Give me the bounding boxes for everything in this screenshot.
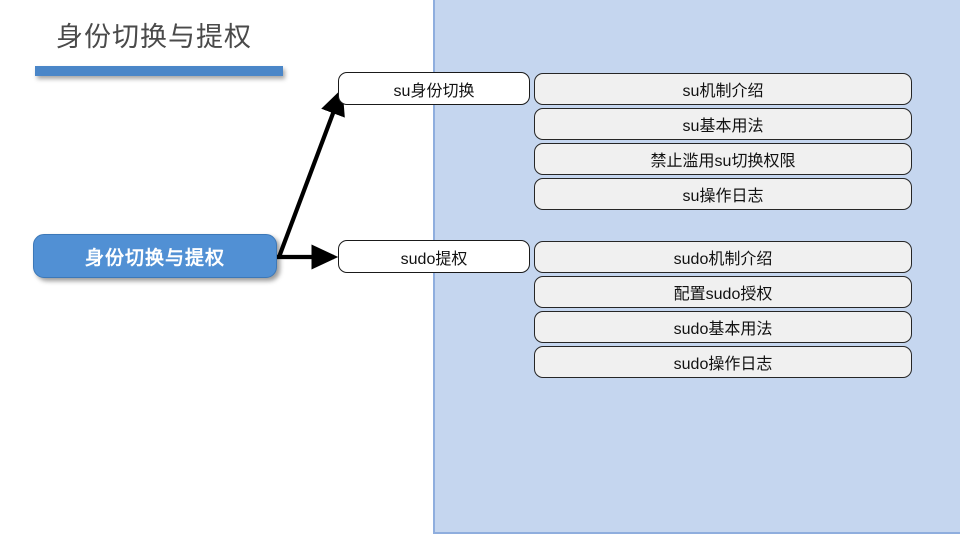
- branch-node-sudo[interactable]: sudo提权: [338, 240, 530, 273]
- root-node-label: 身份切换与提权: [84, 247, 225, 269]
- leaf-node-su-1[interactable]: su机制介绍: [534, 73, 912, 105]
- leaf-node-sudo-2[interactable]: 配置sudo授权: [534, 276, 912, 308]
- leaf-node-label: su机制介绍: [682, 83, 764, 100]
- leaf-node-label: 配置sudo授权: [673, 286, 773, 303]
- leaf-node-label: sudo机制介绍: [673, 251, 773, 268]
- leaf-node-su-4[interactable]: su操作日志: [534, 178, 912, 210]
- page-title: 身份切换与提权: [56, 22, 252, 52]
- leaf-node-label: 禁止滥用su切换权限: [650, 153, 796, 170]
- leaf-node-sudo-3[interactable]: sudo基本用法: [534, 311, 912, 343]
- leaf-node-label: su基本用法: [682, 118, 764, 135]
- leaf-node-sudo-4[interactable]: sudo操作日志: [534, 346, 912, 378]
- branch-node-sudo-label: sudo提权: [400, 250, 468, 268]
- branch-node-su[interactable]: su身份切换: [338, 72, 530, 105]
- leaf-node-label: sudo基本用法: [673, 321, 773, 338]
- leaf-node-label: su操作日志: [682, 188, 764, 205]
- connector-root-to-su: [277, 88, 345, 258]
- branch-node-su-label: su身份切换: [393, 82, 475, 100]
- leaf-node-label: sudo操作日志: [673, 356, 773, 373]
- leaf-node-sudo-1[interactable]: sudo机制介绍: [534, 241, 912, 273]
- title-underline-bar: [35, 66, 283, 76]
- root-node[interactable]: 身份切换与提权: [33, 234, 277, 278]
- leaf-node-su-3[interactable]: 禁止滥用su切换权限: [534, 143, 912, 175]
- leaf-node-su-2[interactable]: su基本用法: [534, 108, 912, 140]
